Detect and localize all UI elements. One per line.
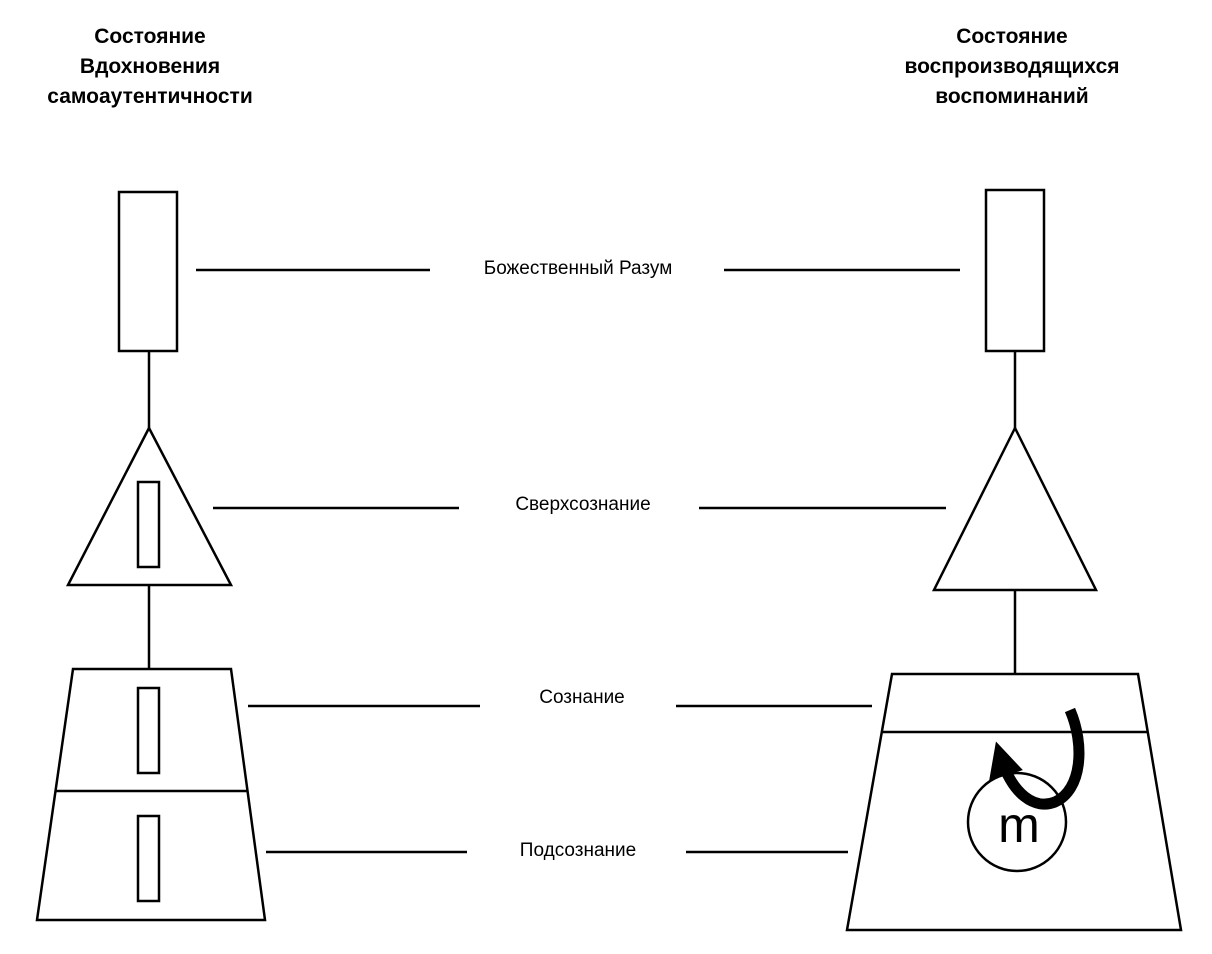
- label-conscious: Сознание: [539, 687, 625, 708]
- left-title-line-2: Вдохновения: [79, 55, 221, 78]
- label-superconscious: Сверхсознание: [515, 494, 651, 515]
- label-divine-mind: Божественный Разум: [483, 258, 673, 279]
- right-title-line-1: Состояние: [956, 25, 1068, 48]
- right-divine-mind-block: [984, 188, 1046, 353]
- left-conscious-core: [136, 686, 161, 775]
- right-superconscious-triangle: [931, 425, 1099, 592]
- left-title-line-1: Состояние: [94, 25, 206, 48]
- circular-arrow-icon: [989, 707, 1085, 810]
- left-subconscious-core: [136, 814, 161, 903]
- left-divine-mind-block: [117, 190, 179, 353]
- left-title-line-3: самоаутентичности: [47, 85, 253, 108]
- left-column-title: Состояние Вдохновения самоаутентичности: [20, 22, 280, 112]
- right-title-line-3: воспоминаний: [935, 85, 1089, 108]
- right-column-title: Состояние воспроизводящихся воспоминаний: [872, 22, 1152, 112]
- right-title-line-2: воспроизводящихся: [904, 55, 1120, 78]
- left-lower-trapezoid: [35, 667, 267, 922]
- label-subconscious: Подсознание: [519, 840, 637, 861]
- left-superconscious-core: [136, 480, 161, 569]
